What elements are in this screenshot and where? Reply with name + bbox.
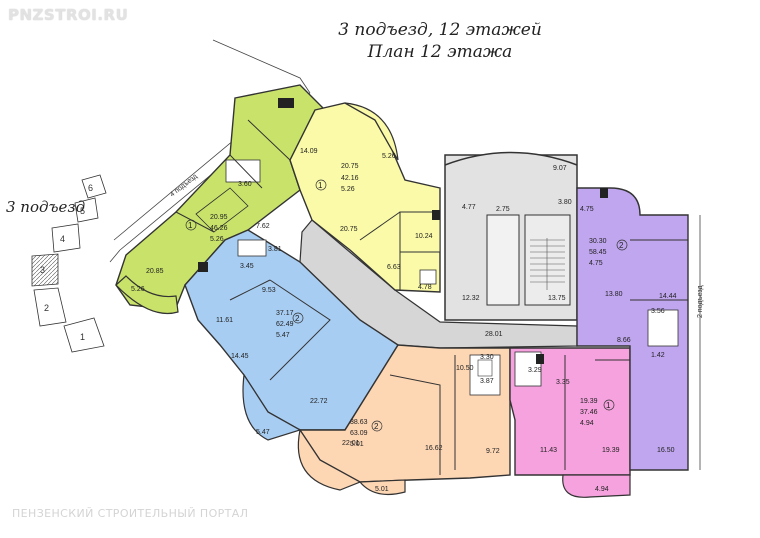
apartment-pink[interactable] — [509, 347, 631, 498]
room-area: 8.66 — [617, 337, 631, 344]
room-area: 11.61 — [216, 317, 233, 324]
room-area: 22.72 — [310, 398, 328, 405]
room-area: 14.44 — [659, 293, 677, 300]
room-area: 3.81 — [268, 246, 282, 253]
room-area: 13.75 — [548, 295, 566, 302]
room-area: 6.63 — [387, 264, 401, 271]
plan-title-line2: План 12 этажа — [367, 42, 513, 62]
living-area: 20.75 — [341, 163, 359, 170]
room-area: 3.87 — [480, 378, 494, 385]
section-number-highlighted: 3 — [40, 265, 45, 275]
room-area: 3.30 — [480, 354, 494, 361]
total-area: 42.16 — [341, 175, 359, 182]
room-area: 11.43 — [540, 447, 557, 454]
room-area: 10.24 — [415, 233, 433, 240]
kitchen-area: 4.75 — [589, 260, 603, 267]
section-number: 2 — [44, 303, 49, 313]
room-area: 14.45 — [231, 353, 249, 360]
room-area: 5.47 — [256, 429, 270, 436]
living-area: 37.17 — [276, 310, 294, 317]
key-plan: 6 5 4 3 2 1 — [31, 174, 107, 353]
room-area: 3.29 — [528, 367, 542, 374]
portal-watermark: ПЕНЗЕНСКИЙ СТРОИТЕЛЬНЫЙ ПОРТАЛ — [12, 507, 249, 520]
room-area: 16.50 — [657, 447, 675, 454]
stair-steps — [530, 238, 565, 290]
room-area: 4.77 — [462, 204, 476, 211]
room-area: 28.01 — [485, 331, 503, 338]
room-area: 5.01 — [375, 486, 389, 493]
room-area: 20.75 — [340, 226, 358, 233]
total-area: 37.46 — [580, 409, 598, 416]
apartment-peach-labels: 2 38.63 63.09 5.01 10.50 3.30 3.87 22.01… — [342, 354, 500, 493]
section-number: 6 — [88, 183, 93, 193]
plan-title-line1: 3 подъезд, 12 этажей — [338, 20, 542, 40]
section-number: 4 — [60, 234, 65, 244]
apartment-purple[interactable] — [576, 187, 689, 471]
room-area: 16.62 — [425, 445, 443, 452]
room-area: 14.09 — [300, 148, 318, 155]
total-area: 58.45 — [589, 249, 607, 256]
common-corridor — [299, 151, 578, 349]
living-area: 30.30 — [589, 238, 607, 245]
room-area: 3.45 — [240, 263, 254, 270]
room-area: 13.80 — [605, 291, 623, 298]
apartment-number: 2 — [619, 241, 624, 250]
room-area: 4.94 — [595, 486, 609, 493]
kitchen-area: 5.26 — [210, 236, 224, 243]
apartment-pink-labels: 1 19.39 37.46 4.94 3.29 3.35 11.43 19.39… — [528, 367, 620, 493]
room-area: 5.26 — [382, 153, 396, 160]
room-area: 22.01 — [342, 440, 360, 447]
street-label-right: 2 подъезд — [697, 285, 704, 318]
room-area: 4.75 — [580, 206, 594, 213]
site-watermark: PNZSTROI.RU — [8, 6, 129, 24]
apartment-number: 1 — [318, 181, 323, 190]
apartment-green-labels: 1 20.95 46.26 5.26 14.09 3.60 7.62 20.85… — [131, 148, 318, 293]
room-area: 3.56 — [651, 308, 665, 315]
total-area: 46.26 — [210, 225, 228, 232]
room-area: 19.39 — [602, 447, 620, 454]
room-area: 3.80 — [558, 199, 572, 206]
room-area: 1.42 — [651, 352, 665, 359]
kitchen-area: 5.26 — [341, 186, 355, 193]
apartment-yellow[interactable] — [289, 102, 441, 293]
apartment-number: 1 — [188, 221, 193, 230]
room-area: 2.75 — [496, 206, 510, 213]
room-area: 9.72 — [486, 448, 500, 455]
room-area: 20.85 — [146, 268, 164, 275]
apartment-blue-labels: 2 37.17 62.49 5.47 3.45 3.81 9.53 11.61 … — [216, 246, 328, 436]
apartment-yellow-labels: 1 20.75 42.16 5.26 5.26 20.75 10.24 6.63… — [315, 153, 433, 291]
room-area: 9.07 — [553, 165, 567, 172]
living-area: 20.95 — [210, 214, 228, 221]
room-area: 12.32 — [462, 295, 480, 302]
section-number: 5 — [80, 206, 85, 216]
room-area: 3.60 — [238, 181, 252, 188]
key-plan-label: 3 подъезд — [6, 198, 86, 216]
kitchen-area: 4.94 — [580, 420, 594, 427]
apartment-number: 2 — [374, 422, 379, 431]
apartment-purple-labels: 2 30.30 58.45 4.75 4.75 13.80 14.44 3.56… — [580, 206, 677, 454]
apartment-number: 2 — [295, 314, 300, 323]
kitchen-area: 5.47 — [276, 332, 290, 339]
room-area: 3.35 — [556, 379, 570, 386]
total-area: 63.09 — [350, 430, 368, 437]
apartment-number: 1 — [606, 401, 611, 410]
apartment-peach[interactable] — [297, 344, 511, 495]
living-area: 19.39 — [580, 398, 598, 405]
kitchen-area: 5.01 — [350, 441, 364, 448]
living-area: 38.63 — [350, 419, 368, 426]
room-area: 9.53 — [262, 287, 276, 294]
common-area-labels: 9.07 4.77 2.75 3.80 12.32 13.75 28.01 — [462, 165, 572, 338]
room-area: 4.78 — [418, 284, 432, 291]
room-area: 10.50 — [456, 365, 474, 372]
total-area: 62.49 — [276, 321, 294, 328]
room-area: 5.26 — [131, 286, 145, 293]
room-area: 7.62 — [256, 223, 270, 230]
section-number: 1 — [80, 332, 85, 342]
